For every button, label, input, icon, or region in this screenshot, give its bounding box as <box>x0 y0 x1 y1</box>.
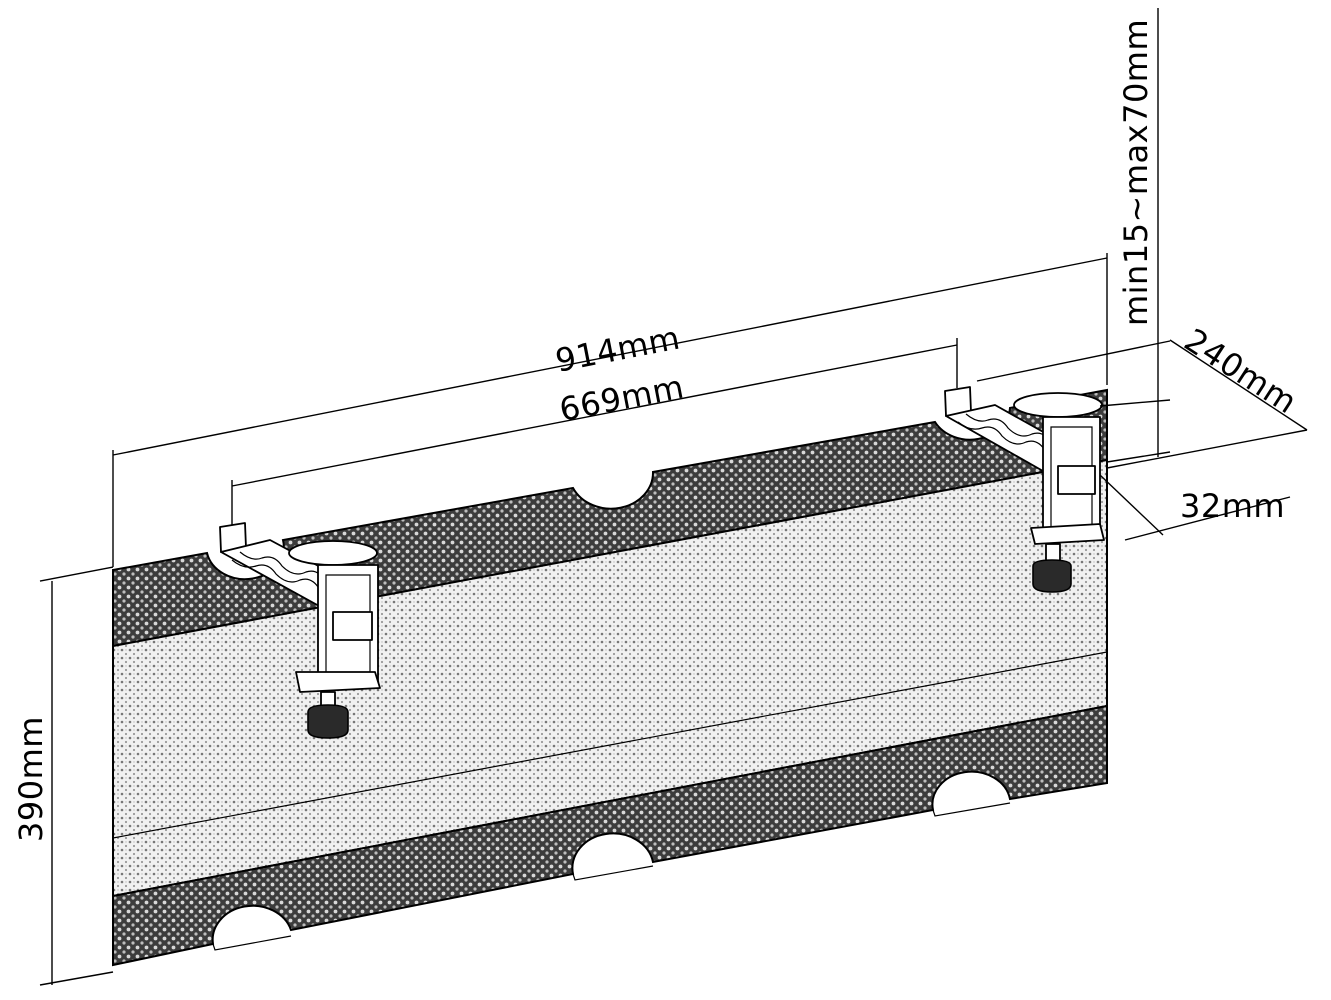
clamp-spacing-label: 669mm <box>556 368 687 429</box>
height-label: 390mm <box>12 716 50 842</box>
panel-fold-line <box>112 651 1108 839</box>
panel-bottom-band <box>112 704 1108 967</box>
left-desk-clamp <box>219 522 381 739</box>
depth-label: 240mm <box>1178 321 1304 421</box>
panel-edge-lip <box>212 802 1011 951</box>
right-desk-clamp <box>944 386 1105 593</box>
clamp-range-label: min15~max70mm <box>1117 19 1155 326</box>
dimension-lines <box>39 8 1308 986</box>
thickness-label: 32mm <box>1180 487 1285 525</box>
